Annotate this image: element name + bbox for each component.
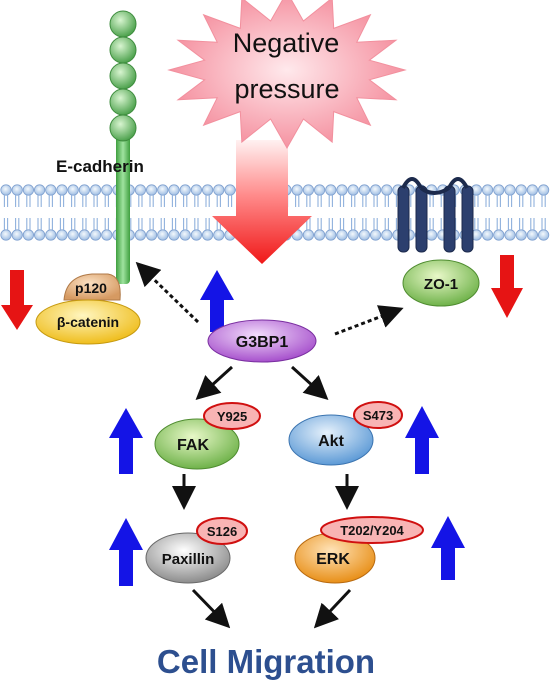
negative-pressure-burst: Negative pressure: [167, 0, 407, 150]
stimulus-line2: pressure: [234, 74, 339, 104]
fak-label: FAK: [177, 437, 209, 454]
erk-phospho-label: T202/Y204: [340, 523, 404, 538]
fak-up-arrow: [109, 408, 143, 474]
g3bp1-shape: [207, 319, 317, 363]
p120-label: p120: [75, 280, 107, 296]
fak-phospho-site: [203, 402, 261, 430]
beta-catenin-label: β-catenin: [57, 314, 119, 330]
g3bp1-to-fak-arrow: [195, 365, 234, 401]
erk-phospho-site: [320, 516, 424, 544]
tight-junction-helices: [397, 185, 474, 253]
tight-junction-protein: [397, 177, 474, 253]
g3bp1-to-zo-1-arrow: [334, 305, 404, 336]
erk-up-arrow: [431, 516, 465, 580]
e-cadherin: E-cadherin: [56, 10, 144, 284]
negative-pressure-arrow: [212, 140, 312, 264]
beta-catenin-down-arrow: [1, 270, 33, 330]
g3bp1: G3BP1: [207, 319, 317, 363]
p120-shape: [63, 273, 121, 301]
paxillin: Paxillin S126: [145, 517, 248, 584]
akt-phospho-site: [353, 401, 403, 429]
paxillin-up-arrow: [109, 518, 143, 586]
akt-label: Akt: [318, 433, 344, 450]
paxillin-to-migration-arrow: [191, 588, 231, 629]
erk: ERK T202/Y204: [294, 516, 424, 584]
zo-1-shape: [402, 259, 480, 307]
fak-phospho-label: Y925: [217, 409, 247, 424]
g3bp1-to-akt-arrow: [290, 365, 329, 401]
e-cadherin-stem: [116, 134, 130, 284]
zo-1-down-arrow: [491, 255, 523, 318]
paxillin-label: Paxillin: [162, 551, 215, 568]
catenin-complex: p120 β-catenin: [35, 273, 141, 345]
zo-1: ZO-1: [402, 259, 480, 307]
e-cadherin-label: E-cadherin: [56, 157, 144, 176]
zo-1-label: ZO-1: [424, 276, 458, 293]
fak-shape: [154, 418, 240, 470]
akt-up-arrow: [405, 406, 439, 474]
cell-migration-label: Cell Migration: [157, 643, 375, 680]
akt-shape: [288, 414, 374, 466]
beta-catenin-shape: [35, 299, 141, 345]
erk-label: ERK: [316, 551, 350, 568]
akt-phospho-label: S473: [363, 408, 393, 423]
paxillin-phospho-label: S126: [207, 524, 237, 539]
paxillin-shape: [145, 532, 231, 584]
paxillin-phospho-site: [196, 517, 248, 545]
g3bp1-up-arrow: [200, 270, 234, 332]
g3bp1-to-e-cadherin-arrow: [135, 261, 200, 324]
stimulus-line1: Negative: [233, 28, 340, 58]
akt: Akt S473: [288, 401, 403, 466]
erk-to-migration-arrow: [313, 588, 352, 629]
g3bp1-label: G3BP1: [236, 334, 289, 351]
fak: FAK Y925: [154, 402, 261, 470]
e-cadherin-domains: [109, 10, 137, 142]
